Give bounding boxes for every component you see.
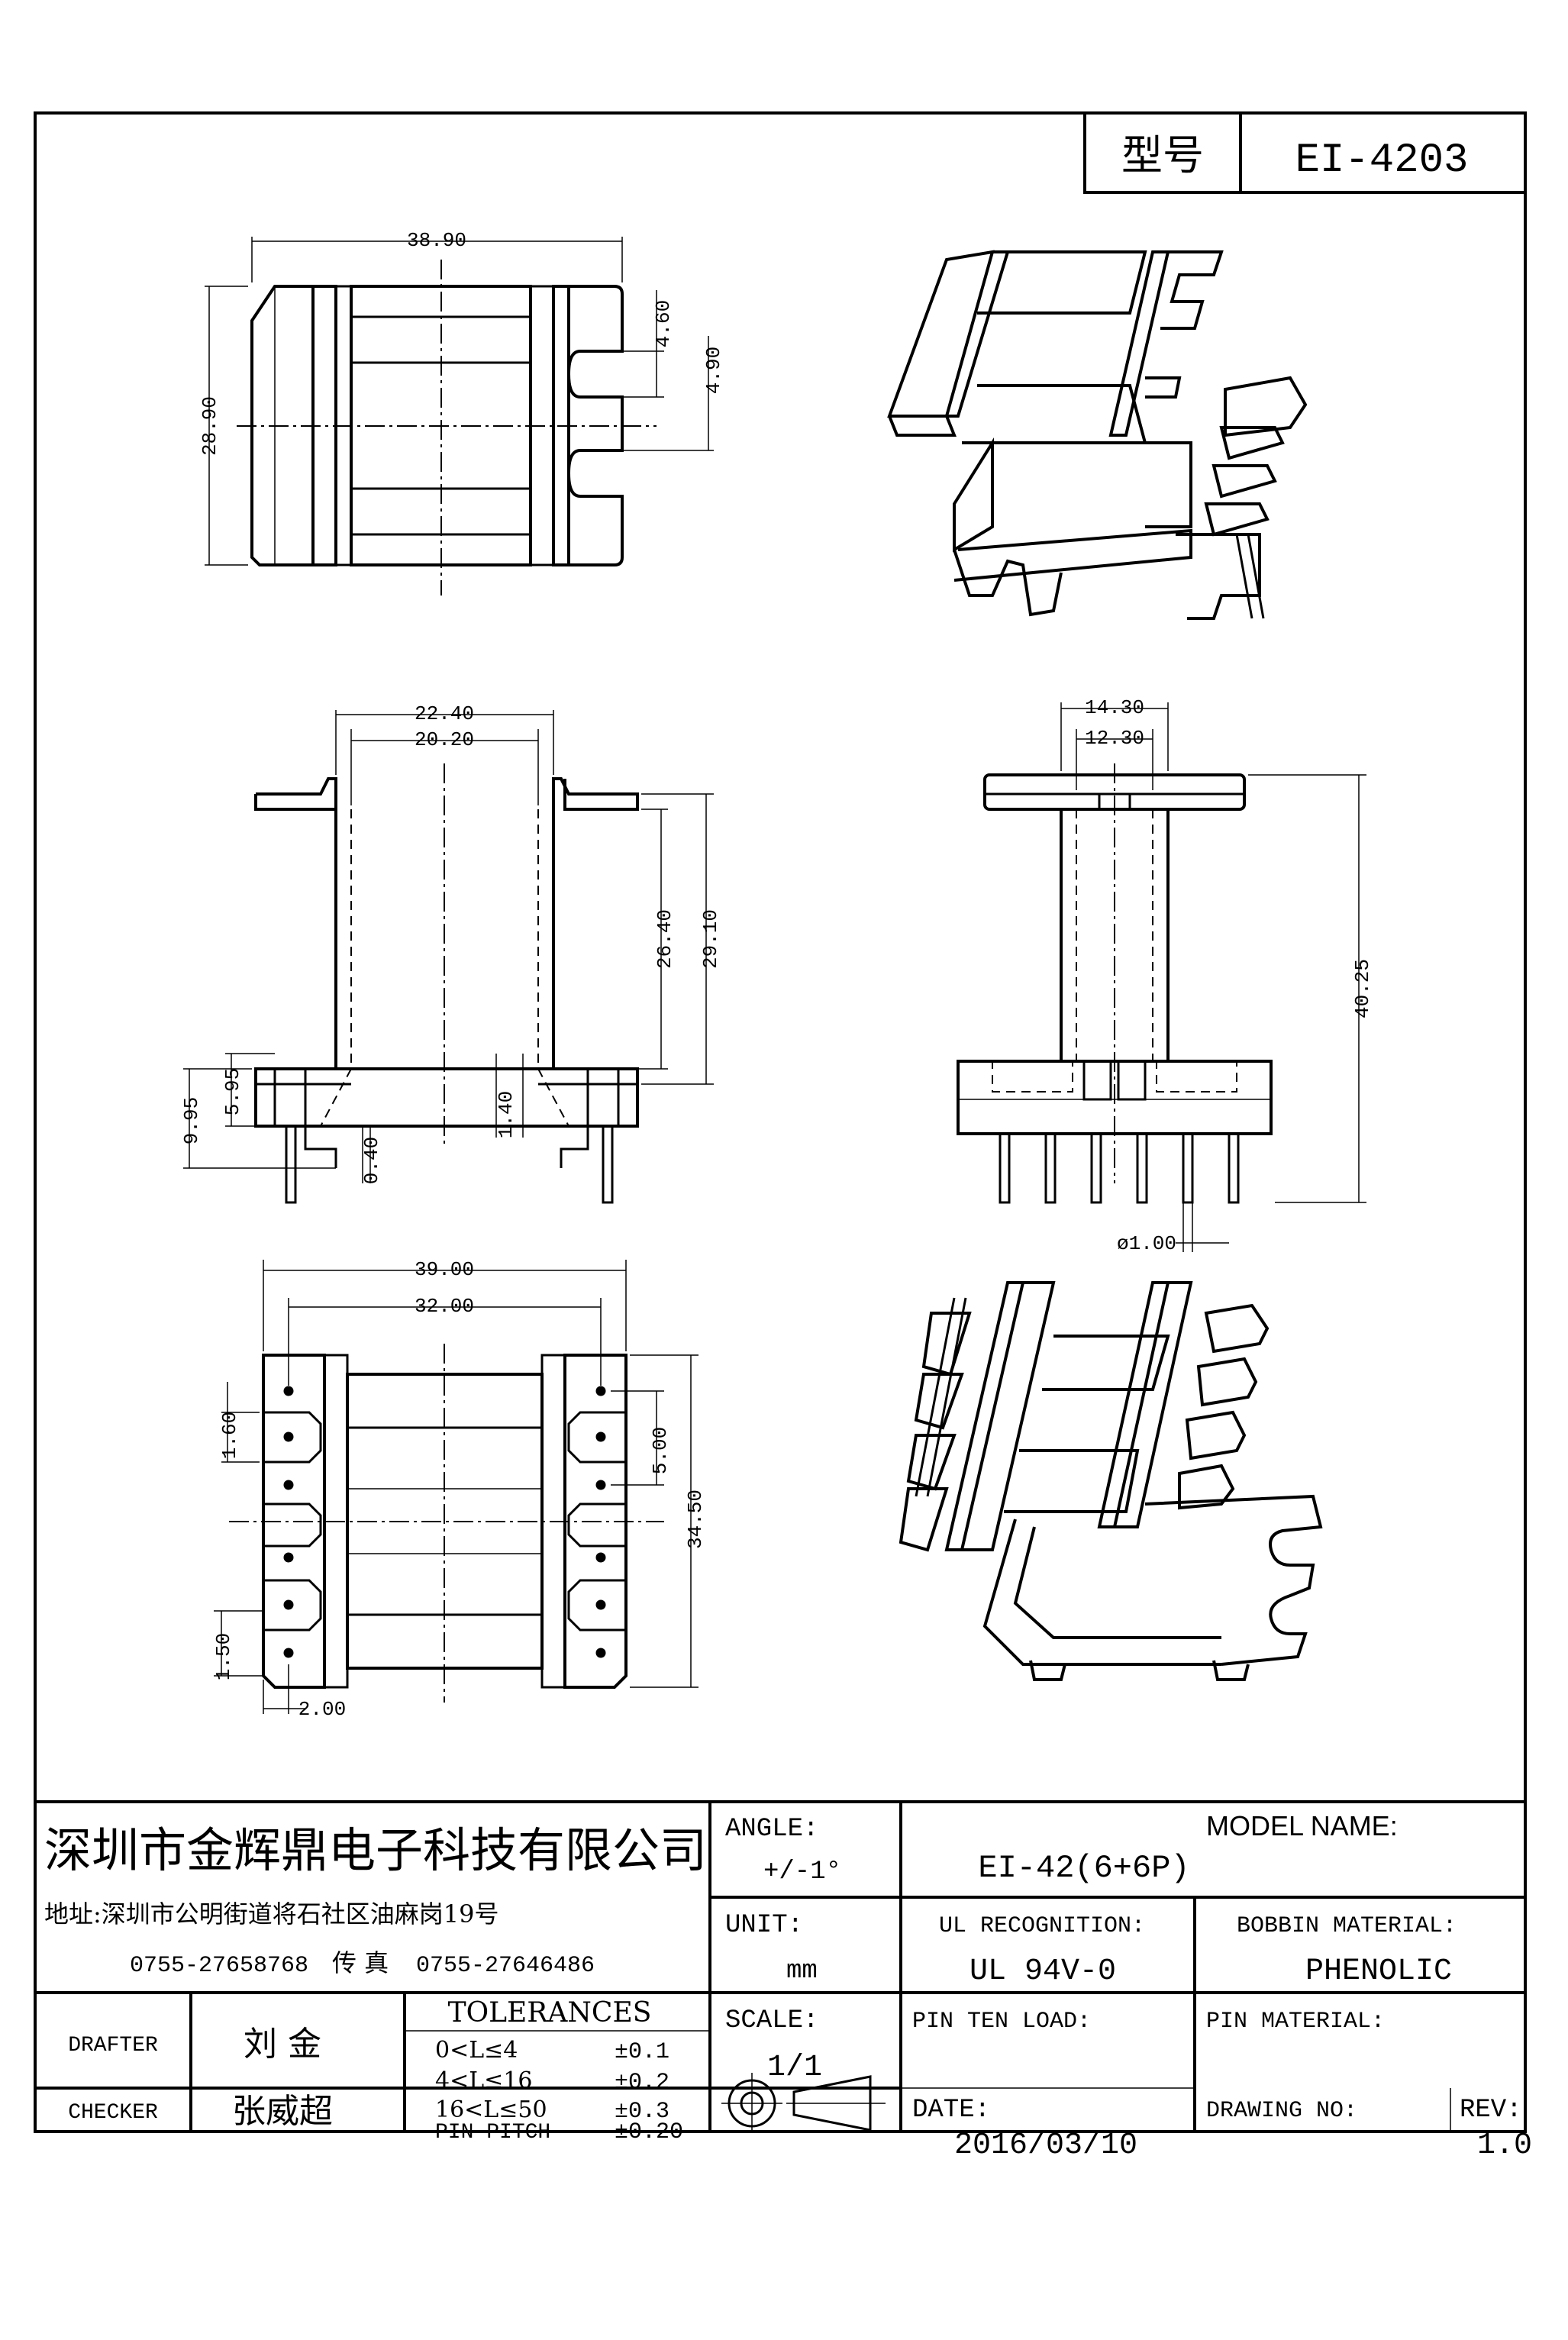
- company-fax: 0755-27646486: [416, 1953, 595, 1979]
- tolerances-label: TOLERANCES: [448, 1997, 652, 2029]
- angle-value: +/-1°: [763, 1857, 841, 1887]
- dim-26-40: 26.40: [653, 909, 676, 969]
- type-value: EI-4203: [1295, 137, 1469, 184]
- dim-20-20: 20.20: [415, 728, 474, 751]
- dim-38-90: 38.90: [407, 229, 466, 252]
- scale-label: SCALE:: [725, 2006, 818, 2035]
- drawing-no-label: DRAWING NO:: [1206, 2098, 1357, 2124]
- ul-label: UL RECOGNITION:: [939, 1913, 1145, 1939]
- drafter-label: DRAFTER: [68, 2034, 158, 2058]
- ul-value: UL 94V-0: [970, 1954, 1116, 1989]
- dim-1-60: 1.60: [218, 1412, 241, 1459]
- dim-1-50: 1.50: [212, 1633, 235, 1680]
- tol-range-2: 16<L≤50: [435, 2096, 547, 2123]
- tol-value-2: ±0.3: [615, 2099, 669, 2125]
- date-label: DATE:: [912, 2096, 990, 2125]
- dim-22-40: 22.40: [415, 702, 474, 725]
- rev-label: REV:: [1460, 2096, 1522, 2125]
- dim-28-90: 28.90: [198, 396, 221, 456]
- date-value: 2016/03/10: [954, 2129, 1137, 2163]
- bobbin-value: PHENOLIC: [1305, 1954, 1452, 1989]
- angle-label: ANGLE:: [725, 1815, 818, 1844]
- checker-label: CHECKER: [68, 2101, 158, 2125]
- dim-34-50: 34.50: [684, 1490, 707, 1549]
- dim-5-00: 5.00: [649, 1427, 672, 1474]
- top-view: 38.90 28.90 4.60 4.90: [198, 229, 725, 595]
- side-view: 14.30 12.30 40.25 ø1.00: [957, 696, 1374, 1255]
- projection-symbol: [721, 2073, 886, 2132]
- unit-value: mm: [786, 1957, 818, 1986]
- dim-12-30: 12.30: [1085, 727, 1144, 750]
- pin-ten-label: PIN TEN LOAD:: [912, 2009, 1091, 2035]
- type-box: 型号 EI-4203: [1083, 111, 1527, 194]
- dim-pin-dia: ø1.00: [1117, 1232, 1176, 1255]
- dim-4-60: 4.60: [652, 300, 675, 347]
- iso-view-bottom: [899, 1281, 1323, 1681]
- tol-value-1: ±0.2: [615, 2070, 669, 2096]
- title-block: 深圳市金辉鼎电子科技有限公司 地址:深圳市公明街道将石社区油麻岗19号 0755…: [35, 1800, 1525, 2163]
- tol-value-3: ±0.20: [615, 2119, 683, 2145]
- dim-32-00: 32.00: [415, 1295, 474, 1318]
- dim-5-95: 5.95: [221, 1068, 244, 1115]
- company-address: 地址:深圳市公明街道将石社区油麻岗19号: [44, 1899, 499, 1928]
- sheet-border: [34, 111, 1527, 2133]
- type-label: 型号: [1121, 131, 1204, 179]
- dim-4-90: 4.90: [702, 347, 725, 394]
- dim-39-00: 39.00: [415, 1258, 474, 1281]
- scale-value: 1/1: [767, 2051, 822, 2085]
- fax-label: 传 真: [332, 1948, 389, 1977]
- dim-9-95: 9.95: [180, 1097, 203, 1144]
- tol-range-1: 4<L≤16: [435, 2067, 532, 2094]
- tol-range-3: PIN PITCH: [435, 2121, 550, 2145]
- dim-40-25: 40.25: [1351, 959, 1374, 1018]
- dim-0-40: 0.40: [360, 1137, 383, 1184]
- dim-2-00: 2.00: [298, 1698, 346, 1721]
- bobbin-label: BOBBIN MATERIAL:: [1237, 1913, 1457, 1939]
- front-view: 22.40 20.20 26.40 29.10 9.95 5.95 0.40 1…: [180, 702, 722, 1204]
- pin-material-label: PIN MATERIAL:: [1206, 2009, 1385, 2035]
- bottom-view: 39.00 32.00 1.60 5.00 34.50 1.50 2.00: [212, 1258, 707, 1721]
- drafter-value: 刘 金: [244, 2025, 321, 2064]
- dim-14-30: 14.30: [1085, 696, 1144, 719]
- iso-view-top: [887, 250, 1308, 620]
- model-label: MODEL NAME:: [1206, 1810, 1398, 1841]
- dim-1-40: 1.40: [495, 1091, 518, 1138]
- unit-label: UNIT:: [725, 1911, 803, 1940]
- company-phone: 0755-27658768: [130, 1953, 308, 1979]
- model-value: EI-42(6+6P): [978, 1850, 1189, 1887]
- checker-value: 张威超: [232, 2092, 333, 2131]
- tol-value-0: ±0.1: [615, 2039, 669, 2065]
- company-name: 深圳市金辉鼎电子科技有限公司: [44, 1822, 707, 1878]
- dim-29-10: 29.10: [699, 909, 722, 969]
- rev-value: 1.0: [1477, 2129, 1532, 2163]
- tol-range-0: 0<L≤4: [435, 2037, 518, 2064]
